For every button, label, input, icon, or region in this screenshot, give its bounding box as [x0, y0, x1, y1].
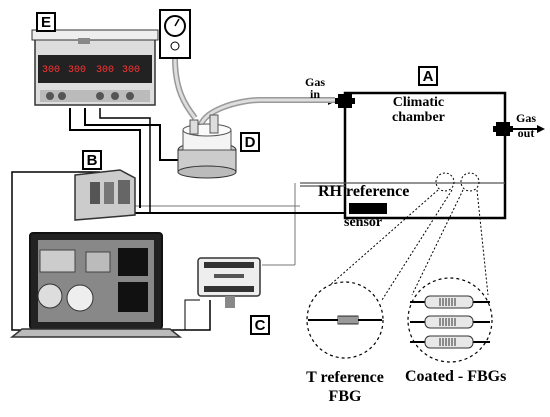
rh-reference-label: RH reference [318, 183, 410, 200]
coated-fbgs-caption: Coated - FBGs [405, 368, 507, 385]
label-b: B [82, 150, 102, 170]
data-acquisition-unit [197, 257, 261, 308]
t-reference-fbg-caption: T reference FBG [300, 368, 390, 406]
coated-fbg-3 [410, 335, 490, 349]
psu-display-2: 300 [68, 65, 86, 76]
gas-in-line1: Gas [305, 75, 326, 89]
gas-out-label: Gas out [516, 112, 536, 142]
climatic-chamber [296, 91, 545, 301]
coated-fbg-2 [410, 315, 490, 329]
gas-in-label: Gas in [305, 76, 325, 100]
gas-outlet-fitting [493, 122, 513, 136]
chamber-title: Climatic chamber [392, 95, 445, 125]
t-fbg-callout-small [435, 172, 455, 192]
rh-sensor-label: sensor [344, 215, 383, 230]
coated-fbg-callout-small [460, 172, 480, 192]
label-a: A [418, 66, 438, 86]
gas-out-line2: out [517, 126, 535, 140]
t-reference-fbg-zoom [306, 281, 384, 359]
psu-display-1: 300 [42, 65, 60, 76]
label-d: D [240, 132, 260, 152]
laptop [9, 232, 183, 338]
label-c: C [250, 315, 270, 335]
gas-in-line2: in [310, 87, 321, 101]
gas-inlet-fitting [335, 94, 355, 108]
psu-display-3: 300 [96, 65, 114, 76]
fbg-interrogator [74, 169, 136, 221]
label-e: E [36, 12, 56, 32]
t-reference-line2: FBG [328, 388, 362, 405]
rh-reference-sensor [349, 203, 387, 214]
psu-display-4: 300 [122, 65, 140, 76]
coated-fbgs-zoom [407, 277, 493, 363]
t-reference-line1: T reference [306, 369, 384, 386]
gas-out-line1: Gas [516, 111, 537, 125]
chamber-title-line1: Climatic [392, 95, 445, 110]
chamber-title-line2: chamber [392, 110, 445, 125]
gas-out-arrow [510, 125, 545, 133]
coated-fbg-1 [410, 295, 490, 309]
humidifier-vessel [177, 114, 237, 179]
power-supply [31, 29, 159, 106]
pressure-gauge [159, 9, 191, 59]
